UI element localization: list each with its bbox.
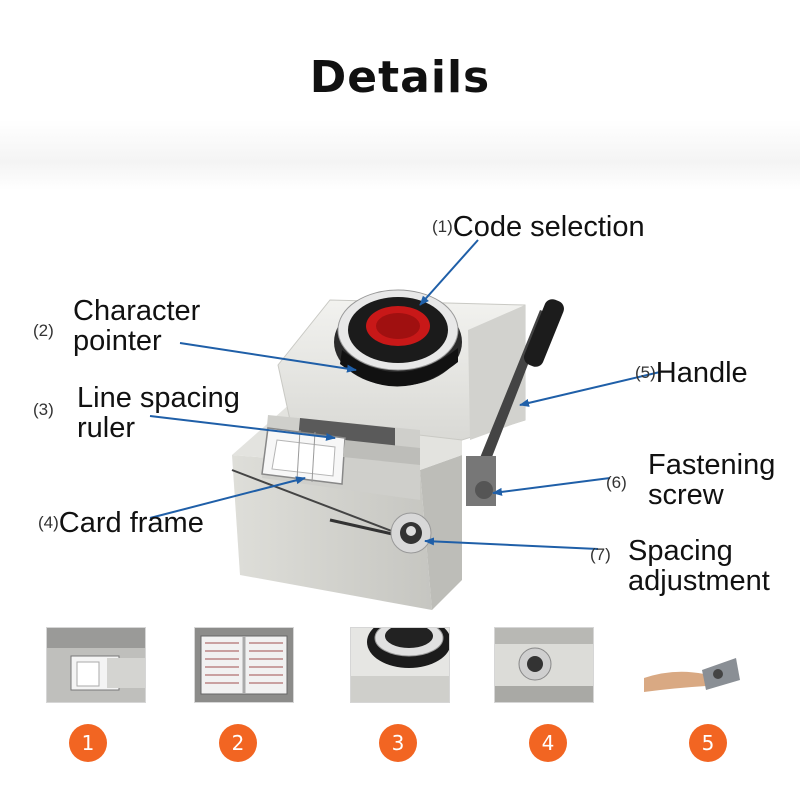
- label-number: (7): [590, 545, 611, 564]
- arrow-5: [519, 371, 661, 407]
- label-line-1: Spacing: [628, 535, 733, 567]
- arrow-4: [149, 476, 306, 519]
- label-number: (5): [635, 363, 656, 382]
- arrow-6: [492, 477, 611, 496]
- thumbnail-card-frame: [46, 627, 146, 703]
- step-badge-5: 5: [689, 724, 727, 762]
- thumbnail-spacing-knob: [494, 627, 594, 703]
- arrow-7: [424, 537, 599, 550]
- label-text: Handle: [655, 357, 748, 389]
- handle: [466, 299, 564, 506]
- step-badge-3: 3: [379, 724, 417, 762]
- label-number: (6): [606, 473, 627, 492]
- label-handle: (5)Handle: [635, 358, 748, 388]
- spacing-knob: [390, 512, 432, 554]
- page-title: Details: [309, 52, 491, 103]
- card-frame: [261, 427, 346, 485]
- label-text: Card frame: [58, 507, 204, 539]
- arrow-2: [179, 342, 357, 373]
- arrow-3: [149, 415, 336, 441]
- step-badge-2: 2: [219, 724, 257, 762]
- label-line-1: Line spacing: [77, 382, 240, 414]
- code-selection-dial: [334, 289, 462, 387]
- thumbnail-card-grid: [194, 627, 294, 703]
- callout-arrows: [149, 239, 661, 550]
- thumbnail-hand-operation: [643, 627, 743, 703]
- label-number: (1): [432, 217, 453, 236]
- label-line-1: Character: [73, 295, 201, 327]
- embossing-machine-illustration: [149, 239, 661, 610]
- title-shade: [0, 120, 800, 190]
- label-line-2: pointer: [73, 325, 162, 357]
- label-number: (4): [38, 513, 59, 532]
- label-line-2: ruler: [77, 412, 136, 444]
- step-badge-4: 4: [529, 724, 567, 762]
- label-text: Code selection: [452, 211, 645, 243]
- label-line-2: adjustment: [628, 565, 770, 597]
- label-number: (3): [33, 400, 54, 419]
- step-badge-1: 1: [69, 724, 107, 762]
- label-number: (2): [33, 321, 54, 340]
- arrow-1: [419, 239, 479, 306]
- label-code-selection: (1)Code selection: [432, 212, 645, 242]
- label-card-frame: (4)Card frame: [38, 508, 204, 538]
- thumbnail-dial-pointer: [350, 627, 450, 703]
- label-line-1: Fastening: [648, 449, 776, 481]
- label-line-2: screw: [648, 479, 724, 511]
